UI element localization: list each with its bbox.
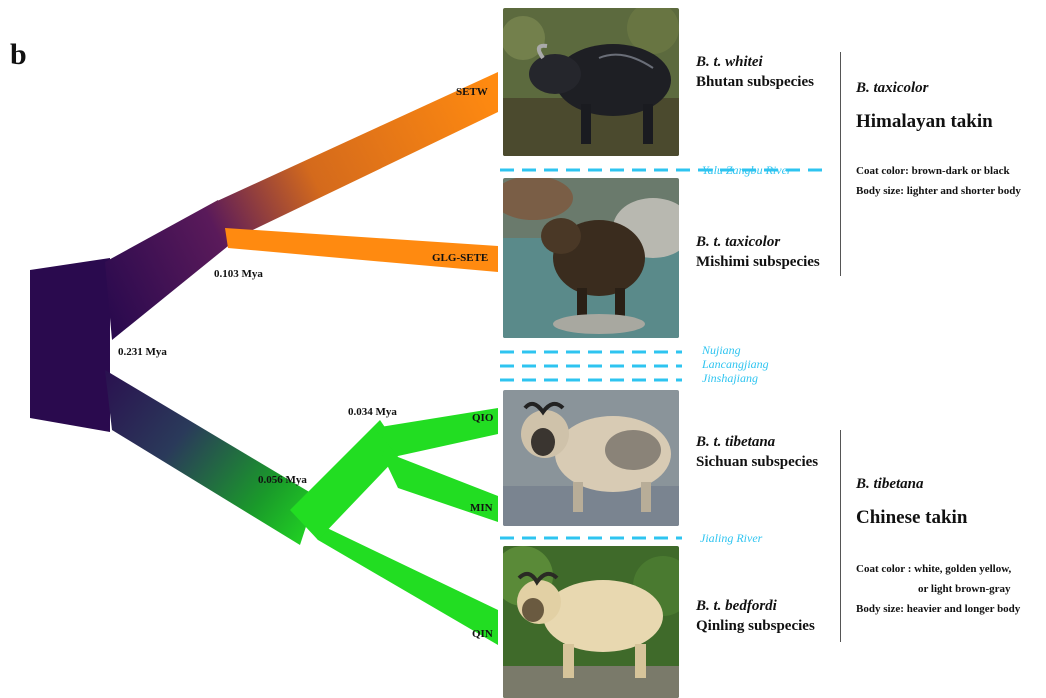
river-label-nujiang: Nujiang	[702, 343, 741, 357]
subspecies-common: Qinling subspecies	[696, 618, 815, 634]
river-label-yalu: Yalu Zangbu River	[702, 163, 792, 177]
takin-photo-bhutan	[503, 8, 679, 156]
species-common: Himalayan takin	[856, 111, 993, 132]
node-age-root: 0.231 Mya	[118, 346, 167, 358]
trait-coat-chinese-line1: Coat color : white, golden yellow,	[856, 563, 1012, 575]
species-scientific: B. tibetana	[856, 476, 924, 492]
subspecies-scientific: B. t. taxicolor	[696, 234, 781, 250]
species-bracket-himalayan	[840, 52, 841, 276]
subspecies-label-bedfordi: B. t. bedfordi Qinling subspecies	[696, 596, 815, 636]
species-scientific: B. taxicolor	[856, 80, 929, 96]
qio-branch	[374, 408, 498, 456]
subspecies-common: Bhutan subspecies	[696, 74, 814, 90]
tip-label-qio: QIO	[472, 412, 494, 424]
tip-label-setw: SETW	[456, 86, 488, 98]
trait-coat-himalayan: Coat color: brown-dark or black	[856, 165, 1010, 177]
subspecies-scientific: B. t. tibetana	[696, 434, 776, 450]
tip-label-qin: QIN	[472, 628, 493, 640]
glg-sete-branch	[225, 228, 498, 272]
species-block-chinese: B. tibetana Chinese takin	[856, 476, 967, 529]
panel-letter: b	[10, 38, 27, 71]
species-common: Chinese takin	[856, 507, 968, 528]
species-block-himalayan: B. taxicolor Himalayan takin	[856, 80, 993, 133]
inner-stem	[290, 420, 402, 540]
takin-photo-sichuan	[503, 390, 679, 526]
himalayan-stem	[105, 200, 238, 340]
trait-body-chinese: Body size: heavier and longer body	[856, 603, 1021, 615]
takin-photo-qinling	[503, 546, 679, 698]
qin-branch	[300, 515, 498, 645]
tip-label-min: MIN	[470, 502, 493, 514]
subspecies-label-tibetana: B. t. tibetana Sichuan subspecies	[696, 432, 818, 472]
subspecies-common: Mishimi subspecies	[696, 254, 820, 270]
takin-photo-mishimi	[503, 178, 679, 338]
chinese-stem	[105, 370, 316, 545]
river-label-jinshajiang: Jinshajiang	[702, 371, 758, 385]
river-label-lancangjiang: Lancangjiang	[702, 357, 769, 371]
species-bracket-chinese	[840, 430, 841, 642]
root-branch	[30, 258, 110, 432]
subspecies-label-whitei: B. t. whitei Bhutan subspecies	[696, 52, 814, 92]
node-age-inner: 0.034 Mya	[348, 406, 397, 418]
tip-label-glg-sete: GLG-SETE	[432, 252, 489, 264]
setw-branch	[215, 72, 498, 240]
subspecies-scientific: B. t. bedfordi	[696, 598, 777, 614]
phylogenetic-tree	[30, 72, 498, 645]
min-branch	[380, 450, 498, 522]
subspecies-scientific: B. t. whitei	[696, 54, 763, 70]
trait-coat-chinese-line2: or light brown-gray	[918, 583, 1011, 595]
subspecies-label-taxicolor: B. t. taxicolor Mishimi subspecies	[696, 232, 820, 272]
subspecies-common: Sichuan subspecies	[696, 454, 819, 470]
node-age-chinese: 0.056 Mya	[258, 474, 307, 486]
trait-body-himalayan: Body size: lighter and shorter body	[856, 185, 1021, 197]
river-label-jialing: Jialing River	[700, 531, 763, 545]
node-age-himalayan: 0.103 Mya	[214, 268, 263, 280]
